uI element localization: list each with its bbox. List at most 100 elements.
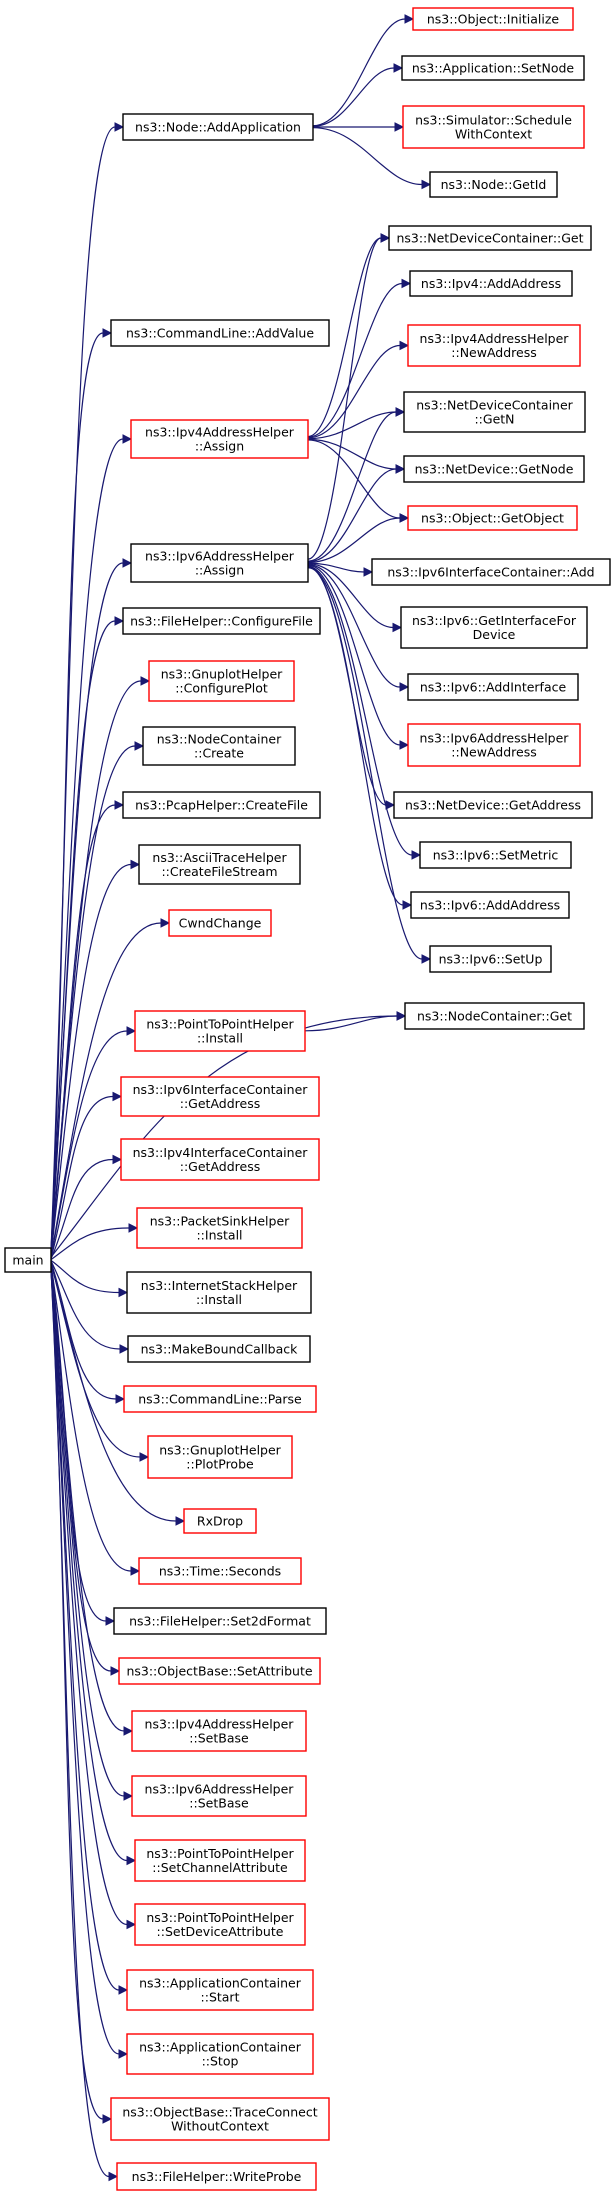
node-ascii_create[interactable]: ns3::AsciiTraceHelper::CreateFileStream	[138, 844, 301, 885]
node-label-line: ::NewAddress	[451, 745, 536, 760]
node-mbc[interactable]: ns3::MakeBoundCallback	[127, 1335, 311, 1363]
call-edge-ipv6ah_assign-to-ipv6ah_newaddr	[307, 564, 401, 746]
node-ndc_getn[interactable]: ns3::NetDeviceContainer::GetN	[403, 391, 586, 433]
node-p2p_setdev: ns3::PointToPointHelper::SetDeviceAttrib…	[134, 1903, 306, 1946]
node-nc_get[interactable]: ns3::NodeContainer::Get	[404, 1002, 585, 1030]
node-nd_getaddr[interactable]: ns3::NetDevice::GetAddress	[393, 791, 593, 819]
node-box	[120, 1138, 320, 1181]
node-main[interactable]: main	[4, 1247, 52, 1273]
node-fh_writeprobe: ns3::FileHelper::WriteProbe	[116, 2162, 317, 2191]
call-edge-main-to-cmd_addvalue	[50, 332, 104, 1252]
call-edge-main-to-time_seconds	[50, 1263, 132, 1572]
arrowhead-cwnd	[160, 918, 171, 928]
node-label-line: ns3::ApplicationContainer	[139, 1976, 302, 1991]
node-ish_install[interactable]: ns3::InternetStackHelper::Install	[126, 1271, 312, 1314]
node-label-line: main	[12, 1253, 43, 1268]
node-ipv6ah_assign[interactable]: ns3::Ipv6AddressHelper::Assign	[130, 543, 309, 583]
node-label-line: ns3::PointToPointHelper	[146, 1910, 294, 1925]
node-fh_configure[interactable]: ns3::FileHelper::ConfigureFile	[122, 607, 321, 635]
node-node_addapp[interactable]: ns3::Node::AddApplication	[122, 113, 314, 141]
call-edge-main-to-cmd_parse	[50, 1261, 117, 1400]
arrowhead-ac_stop	[118, 2049, 129, 2059]
node-box	[409, 270, 573, 297]
node-box	[126, 1969, 314, 2011]
node-ndc_get[interactable]: ns3::NetDeviceContainer::Get	[388, 225, 592, 251]
node-box	[122, 607, 321, 635]
node-box	[134, 1010, 306, 1052]
arrowhead-ipv4_addaddr	[401, 278, 412, 289]
node-label-line: RxDrop	[197, 1514, 243, 1529]
call-edge-main-to-psh_install	[50, 1227, 130, 1261]
node-box	[403, 455, 585, 483]
node-ipv4ah_setbase: ns3::Ipv4AddressHelper::SetBase	[131, 1710, 307, 1752]
node-ipv4ic_getaddr: ns3::Ipv4InterfaceContainer::GetAddress	[120, 1138, 320, 1181]
node-ipv4_addaddr[interactable]: ns3::Ipv4::AddAddress	[409, 270, 573, 297]
node-box	[407, 505, 578, 531]
node-ipv6_setup[interactable]: ns3::Ipv6::SetUp	[429, 945, 552, 973]
node-label-line: ns3::NodeContainer::Get	[417, 1009, 572, 1024]
node-box	[371, 558, 611, 586]
arrowhead-gp_plotprobe	[139, 1452, 150, 1462]
call-edge-main-to-ish_install	[50, 1259, 120, 1294]
node-box	[123, 1385, 317, 1413]
node-label-line: ns3::InternetStackHelper	[141, 1278, 298, 1293]
node-label-line: ns3::PointToPointHelper	[146, 1017, 294, 1032]
call-edge-ipv6ah_assign-to-ipv6_setup	[307, 567, 423, 960]
arrowhead-sim_sched	[394, 122, 405, 132]
node-label-line: ns3::NodeContainer	[157, 732, 282, 747]
node-label-line: ns3::NetDevice::GetNode	[415, 462, 574, 477]
call-edge-ipv6ah_assign-to-ipv6_addaddr	[307, 566, 404, 906]
node-label-line: ns3::ObjectBase::TraceConnect	[122, 2105, 317, 2120]
node-label-line: ::PlotProbe	[186, 1457, 254, 1472]
node-node_getid[interactable]: ns3::Node::GetId	[429, 171, 558, 198]
node-box	[168, 909, 272, 937]
node-label-line: ::CreateFileStream	[161, 864, 277, 879]
node-ipv4ah_assign: ns3::Ipv4AddressHelper::Assign	[130, 419, 309, 459]
node-cmd_addvalue[interactable]: ns3::CommandLine::AddValue	[110, 319, 330, 347]
node-label-line: WithContext	[455, 127, 532, 142]
node-ipv6ic_getaddr: ns3::Ipv6InterfaceContainer::GetAddress	[120, 1076, 320, 1117]
node-app_setnode[interactable]: ns3::Application::SetNode	[401, 55, 585, 81]
arrowhead-fh_configure	[114, 616, 125, 626]
node-label-line: ns3::Ipv6::SetUp	[439, 952, 543, 967]
call-edge-main-to-p2p_setdev	[50, 1267, 128, 1926]
arrowhead-ipv4ic_getaddr	[112, 1154, 123, 1165]
node-box	[130, 543, 309, 583]
call-edge-main-to-ipv6ah_setbase	[50, 1266, 125, 1797]
node-label-line: ns3::CommandLine::Parse	[138, 1392, 302, 1407]
node-ipv6_setmetric[interactable]: ns3::Ipv6::SetMetric	[419, 841, 572, 869]
node-box	[136, 1207, 303, 1249]
arrowhead-pcap_create	[114, 800, 125, 810]
node-label-line: ::SetBase	[189, 1731, 249, 1746]
node-ob_setattr: ns3::ObjectBase::SetAttribute	[118, 1657, 321, 1685]
node-ac_start: ns3::ApplicationContainer::Start	[126, 1969, 314, 2011]
arrowhead-node_addapp	[114, 122, 125, 132]
call-edge-ipv4ah_assign-to-nd_getnode	[307, 438, 397, 470]
node-label-line: ns3::Ipv6AddressHelper	[145, 1782, 295, 1797]
node-ipv6ic_add[interactable]: ns3::Ipv6InterfaceContainer::Add	[371, 558, 611, 586]
node-label-line: ns3::Ipv6InterfaceContainer::Add	[387, 565, 594, 580]
node-nc_create[interactable]: ns3::NodeContainer::Create	[142, 726, 296, 766]
call-edge-ipv6ah_assign-to-ipv6_setmetric	[307, 565, 413, 856]
call-edge-main-to-ac_start	[50, 1268, 120, 1991]
node-label-line: ns3::Ipv4AddressHelper	[420, 331, 570, 346]
call-edge-main-to-ipv4ah_setbase	[50, 1265, 125, 1732]
node-fh_set2d[interactable]: ns3::FileHelper::Set2dFormat	[113, 1607, 327, 1635]
call-edge-main-to-ac_stop	[50, 1268, 120, 2055]
node-box	[138, 1557, 302, 1585]
node-box	[407, 723, 581, 767]
node-ipv6_addif[interactable]: ns3::Ipv6::AddInterface	[407, 673, 579, 701]
node-pcap_create[interactable]: ns3::PcapHelper::CreateFile	[122, 791, 321, 819]
arrowhead-time_seconds	[130, 1566, 141, 1576]
node-label-line: ::Assign	[195, 563, 244, 578]
node-label-line: ns3::Time::Seconds	[159, 1564, 281, 1579]
node-label-line: ::GetAddress	[180, 1159, 260, 1174]
node-nd_getnode[interactable]: ns3::NetDevice::GetNode	[403, 455, 585, 483]
node-label-line: ns3::NetDeviceContainer::Get	[396, 231, 583, 246]
arrowhead-nd_getnode	[395, 464, 406, 474]
arrowhead-rxdrop	[175, 1516, 186, 1526]
node-box	[147, 1435, 293, 1479]
node-box	[130, 419, 309, 459]
node-ipv6_addaddr[interactable]: ns3::Ipv6::AddAddress	[410, 891, 570, 919]
